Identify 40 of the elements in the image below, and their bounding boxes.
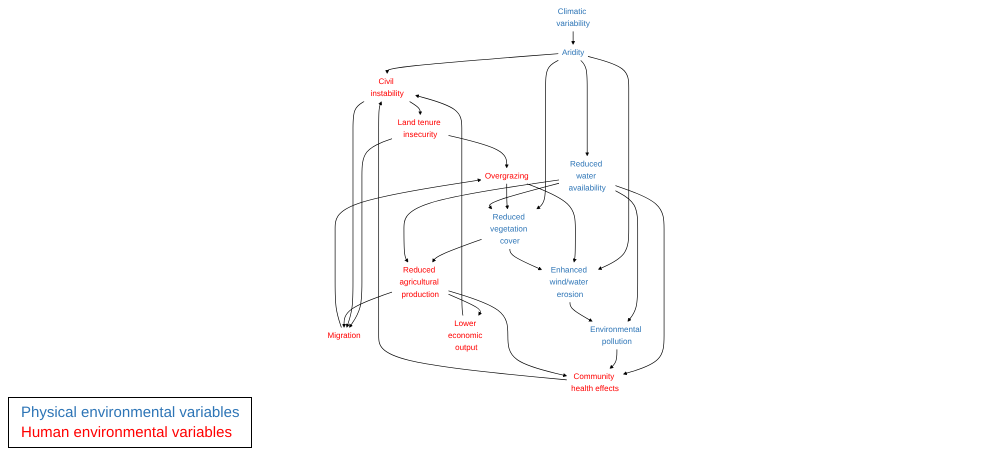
arrow [346,101,364,328]
node-text: Community health effects [571,372,619,393]
node-text: Reduced water availability [568,159,606,192]
arrow [349,138,392,328]
node-text: Civil instability [370,76,404,98]
arrow [505,183,510,210]
arrow [510,248,542,270]
arrow [610,348,618,369]
arrow [571,30,576,45]
arrow [448,290,568,378]
legend-entry: Physical environmental variables [21,404,240,421]
arrow [536,60,559,210]
arrow [378,101,568,380]
node-text: Overgrazing [484,171,529,180]
node-text: Reduced vegetation cover [490,212,528,246]
node-text: Reduced agricultural production [399,265,440,299]
node-text: Enhanced wind/water erosion [550,265,588,299]
arrow [404,180,560,263]
arrow [588,56,630,270]
arrow [580,60,590,156]
legend-entry: Human environmental variables [21,424,233,441]
arrow [615,185,664,376]
node-text: Land tenure insecurity [398,118,441,139]
arrow [342,292,392,328]
arrow [432,238,482,263]
arrow [615,190,638,322]
node-text: Environmental pollution [590,324,642,346]
arrow [526,183,577,263]
arrow [448,294,482,316]
node-text: Migration [328,330,361,340]
arrow [409,101,422,116]
node-text: Climatic variability [556,6,590,28]
arrow [334,178,482,328]
arrow [488,182,560,210]
arrow [570,302,593,322]
node-text: Lower economic output [448,318,482,352]
arrow [415,94,464,316]
arrow [448,135,509,168]
arrow [385,53,559,74]
node-text: Aridity [562,48,584,57]
